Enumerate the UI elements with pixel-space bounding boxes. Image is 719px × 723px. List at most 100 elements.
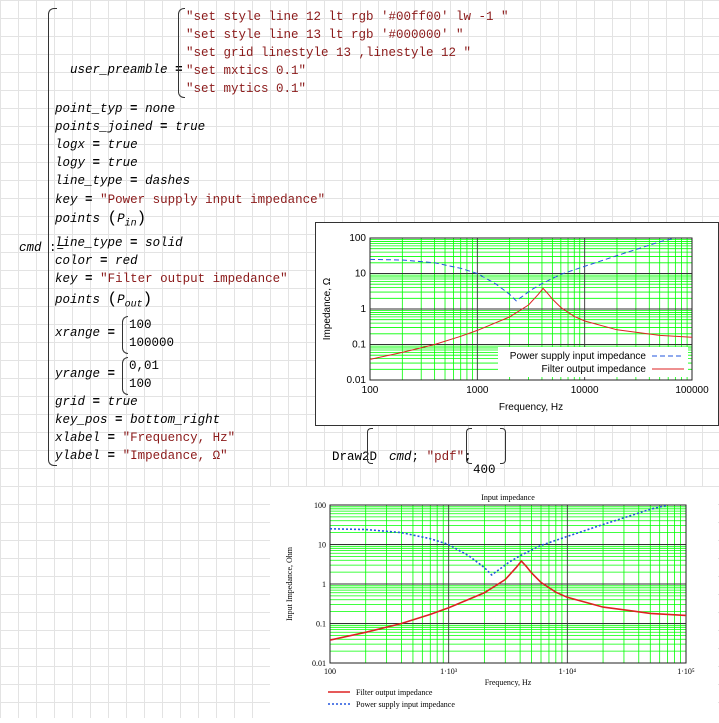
series-line-2 [330, 505, 668, 576]
param-value: true [107, 138, 138, 152]
param-logx[interactable]: logx = true [55, 138, 138, 152]
x-tick-label: 1·10⁵ [677, 667, 695, 676]
param-points-arg: (Pout) [107, 290, 153, 311]
pair-bracket [122, 357, 128, 395]
preamble-line[interactable]: "set mxtics 0.1" [186, 64, 307, 78]
draw2d-call[interactable]: Draw2D [317, 436, 377, 464]
param-value: true [175, 120, 206, 134]
param-key[interactable]: key = "Filter output impedance" [55, 272, 288, 286]
preamble-line[interactable]: "set grid linestyle 13 ,linestyle 12 " [186, 46, 472, 60]
param-key: xlabel [55, 431, 101, 445]
param-key: yrange [55, 367, 101, 381]
param-line-type[interactable]: line_type = dashes [55, 174, 191, 188]
y-tick-label: 1 [360, 304, 366, 315]
preamble-line[interactable]: "set mytics 0.1" [186, 82, 307, 96]
y-tick-label: 0.1 [316, 620, 326, 629]
x-tick-label: 100 [362, 385, 379, 396]
param-point-typ[interactable]: point_typ = none [55, 102, 176, 116]
x-tick-label: 1·10⁴ [559, 667, 577, 676]
param-value: none [145, 102, 176, 116]
param-key: points [55, 293, 101, 307]
legend-label: Power supply input impedance [510, 351, 647, 362]
y-tick-label: 1 [322, 580, 326, 589]
preamble-key[interactable]: user_preamble = [70, 63, 183, 77]
preamble-line[interactable]: "set style line 12 lt rgb '#00ff00' lw -… [186, 10, 509, 24]
y-tick-label: 0.1 [352, 340, 366, 351]
param-key: ylabel [55, 449, 101, 463]
param-key: key_pos [55, 413, 108, 427]
impedance-chart-bottom: 100 1·10³ 1·10⁴ 1·10⁵ 100 10 1 0.1 0.01Frequency… [285, 493, 695, 709]
param-line-type[interactable]: line_type = solid [55, 236, 183, 250]
param-key: points_joined [55, 120, 153, 134]
param-logy[interactable]: logy = true [55, 156, 138, 170]
param-key: color [55, 254, 93, 268]
y-tick-label: 10 [355, 269, 367, 280]
vector-bracket [48, 8, 57, 466]
draw2d-paren-right [500, 428, 506, 464]
legend-label: Power supply input impedance [356, 700, 455, 709]
param-value: dashes [145, 174, 191, 188]
param-points[interactable]: points (Pout) [55, 290, 152, 315]
param-key: logy [55, 156, 86, 170]
param-grid[interactable]: grid = true [55, 395, 138, 409]
y-tick-label: 0.01 [312, 659, 326, 668]
x-axis-label: Frequency, Hz [499, 402, 563, 413]
param-key: point_typ [55, 102, 123, 116]
series-line-2 [370, 287, 692, 360]
draw2d-func: Draw2D [332, 450, 378, 464]
cmd-assignment[interactable]: cmd := [4, 227, 64, 255]
x-tick-label: 1·10³ [440, 667, 458, 676]
param-value: bottom_right [130, 413, 221, 427]
series-line-1 [330, 559, 686, 641]
param-value: "Filter output impedance" [100, 272, 288, 286]
param-value: red [115, 254, 138, 268]
y-tick-label: 0.01 [347, 375, 367, 386]
param-value: "Power supply input impedance" [100, 193, 326, 207]
param-key-pos[interactable]: key_pos = bottom_right [55, 413, 221, 427]
param-value: true [107, 156, 138, 170]
param-yrange[interactable]: yrange = [55, 367, 116, 381]
param-key: line_type [55, 236, 123, 250]
assign-operator: := [49, 241, 65, 255]
draw2d-width: 400 [473, 463, 496, 477]
pair-bracket [122, 316, 128, 354]
chart-title: Input impedance [481, 493, 535, 502]
preamble-name: user_preamble [70, 63, 168, 77]
param-key: key [55, 272, 78, 286]
y-tick-label: 10 [318, 541, 326, 550]
legend-box [498, 347, 688, 377]
param-key: xrange [55, 326, 101, 340]
plot-frame [329, 504, 687, 664]
param-key: key [55, 193, 78, 207]
legend-label: Filter output impedance [541, 364, 646, 375]
y-tick-label: 100 [349, 233, 366, 244]
param-points-joined[interactable]: points_joined = true [55, 120, 206, 134]
y-tick-label: 100 [314, 501, 326, 510]
param-key[interactable]: key = "Power supply input impedance" [55, 193, 326, 207]
x-tick-label: 100 [324, 667, 336, 676]
size-bracket [466, 428, 472, 464]
param-ylabel[interactable]: ylabel = "Impedance, Ω" [55, 449, 228, 463]
param-xrange[interactable]: xrange = [55, 326, 116, 340]
param-xlabel[interactable]: xlabel = "Frequency, Hz" [55, 431, 236, 445]
param-points[interactable]: points (Pin) [55, 209, 146, 234]
y-axis-label: Input Impedance, Ohm [285, 546, 294, 621]
cmd-label: cmd [19, 241, 42, 255]
draw2d-paren-left [367, 428, 373, 464]
param-color[interactable]: color = red [55, 254, 138, 268]
x-tick-label: 10000 [571, 385, 599, 396]
param-key: line_type [55, 174, 123, 188]
preamble-line[interactable]: "set style line 13 lt rgb '#000000' " [186, 28, 464, 42]
param-key: points [55, 212, 101, 226]
param-points-arg: (Pin) [107, 209, 147, 230]
param-value: "Frequency, Hz" [122, 431, 236, 445]
draw2d-sep: ; [411, 450, 420, 464]
x-axis-label: Frequency, Hz [485, 678, 532, 687]
param-key: grid [55, 395, 86, 409]
